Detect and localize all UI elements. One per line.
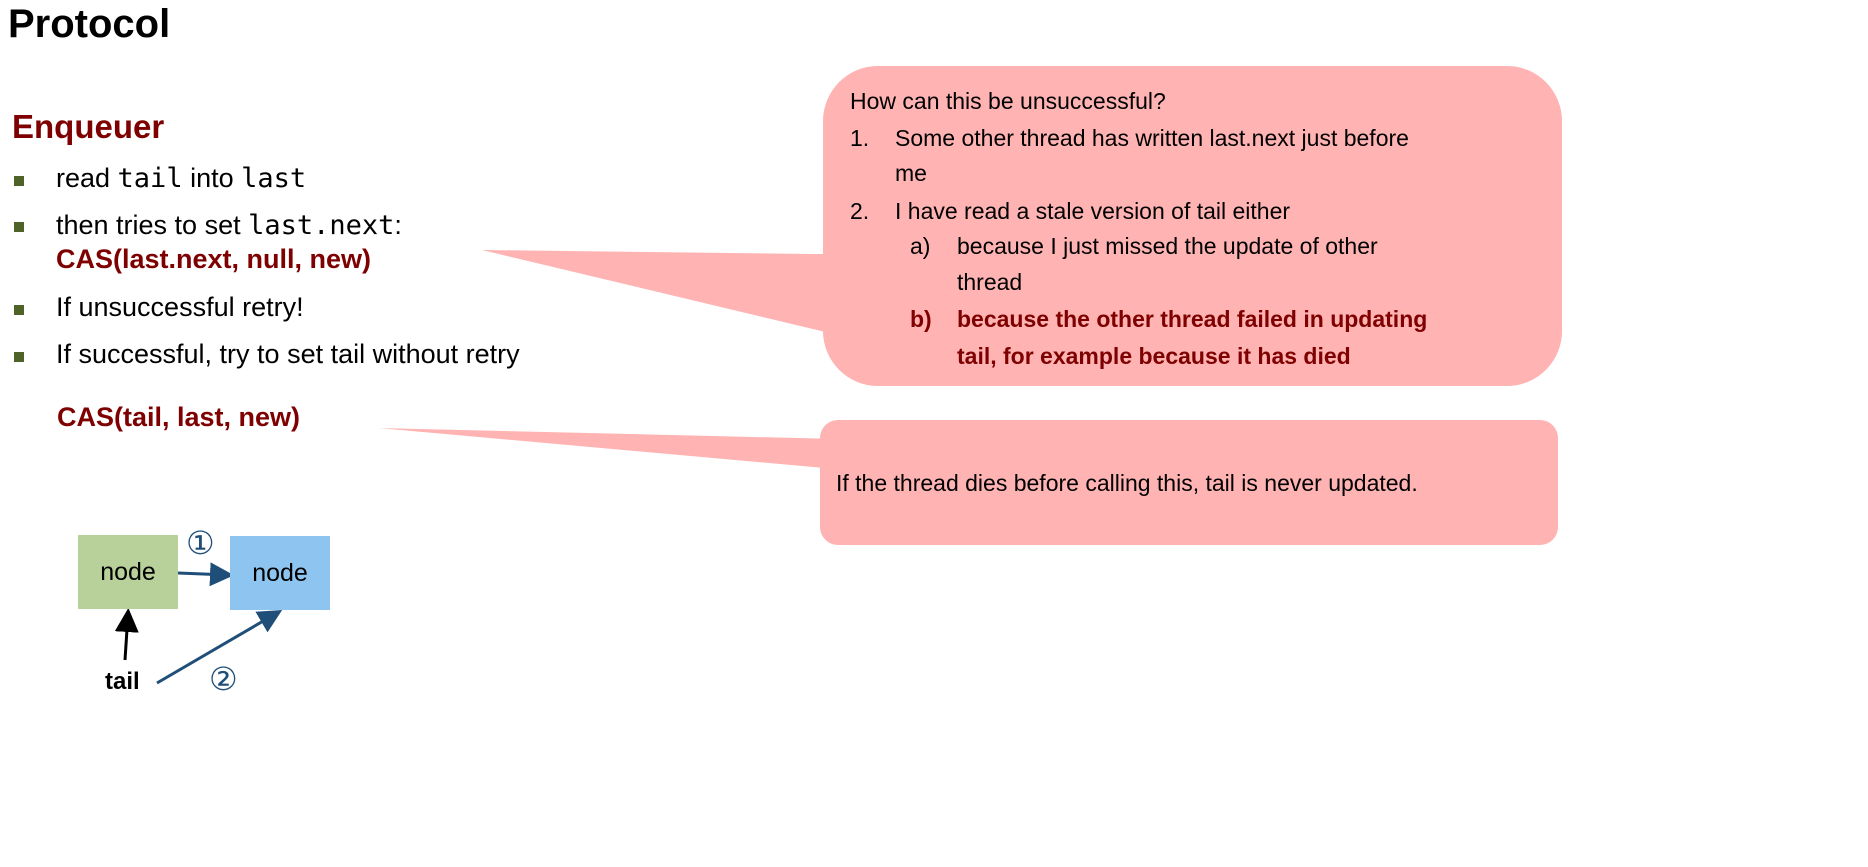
bullet-set-tail: If successful, try to set tail without r… — [56, 339, 520, 369]
callout1-item-a: because I just missed the update of othe… — [957, 233, 1378, 259]
cas-next: CAS(last.next, null, new) — [56, 244, 372, 274]
arrow-step2 — [156, 609, 283, 685]
list-letter: a) — [910, 233, 931, 259]
page-title: Protocol — [8, 2, 171, 46]
bullet-read-tail: read tail into last — [56, 163, 307, 194]
callout2-text: If the thread dies before calling this, … — [836, 470, 1418, 496]
node-current: node — [78, 535, 178, 609]
section-heading: Enqueuer — [12, 108, 165, 145]
callout1-item1: Some other thread has written last.next … — [895, 125, 1409, 151]
callout1-item-b: because the other thread failed in updat… — [957, 306, 1428, 332]
bullet-icon — [14, 222, 24, 232]
node-new: node — [230, 536, 330, 610]
bullet-set-next: then tries to set last.next: — [56, 210, 402, 241]
step2-label: ② — [209, 661, 238, 697]
cas-tail: CAS(tail, last, new) — [57, 402, 301, 432]
list-number: 1. — [850, 125, 870, 151]
list-letter: b) — [910, 306, 932, 332]
callout2-pointer — [378, 428, 880, 473]
bullet-icon — [14, 352, 24, 362]
bullet-retry: If unsuccessful retry! — [56, 292, 304, 322]
list-number: 2. — [850, 198, 870, 224]
callout1-item1-cont: me — [895, 160, 927, 186]
bullet-icon — [14, 305, 24, 315]
bullet-icon — [14, 176, 24, 186]
tail-label: tail — [105, 668, 140, 695]
callout1-item-a-cont: thread — [957, 269, 1023, 295]
callout2-box — [820, 420, 1558, 545]
arrow-tail-to-node1 — [114, 608, 139, 661]
callout1-question: How can this be unsuccessful? — [850, 88, 1166, 114]
callout1-pointer — [482, 250, 900, 345]
step1-label: ① — [186, 525, 215, 561]
arrow-step1 — [177, 562, 234, 587]
callout1-item2: I have read a stale version of tail eith… — [895, 198, 1291, 224]
callout1-box — [823, 66, 1562, 386]
callout1-item-b-cont: tail, for example because it has died — [957, 343, 1351, 369]
